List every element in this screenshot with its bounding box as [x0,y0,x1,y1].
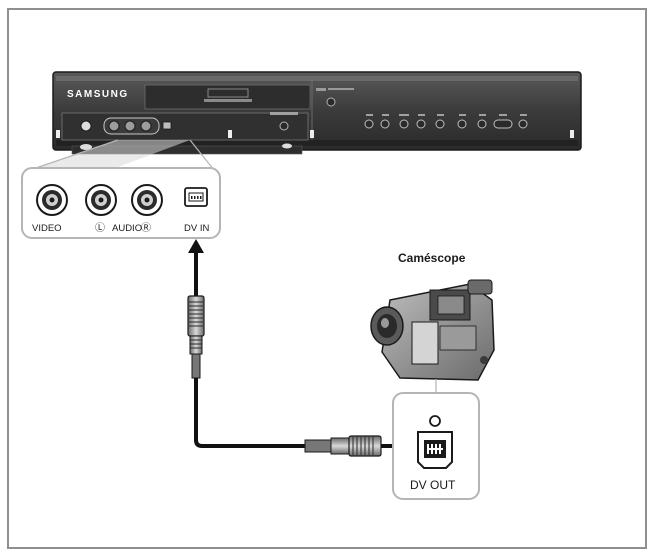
dv-in-label: DV IN [184,223,209,234]
dvd-recorder [52,71,582,155]
dv-out-label: DV OUT [410,478,456,492]
dv-out-port [417,415,453,469]
audio-right-jack [131,184,163,216]
video-jack [36,184,68,216]
port-callout [21,139,221,239]
dv-cable [187,239,414,457]
video-label: VIDEO [32,223,62,234]
audio-label: AUDIO [112,223,142,234]
camcorder-label: Caméscope [398,251,466,265]
audio-left-jack [85,184,117,216]
audio-left-label: Ⓛ [95,222,105,234]
recorder-brand-logo: SAMSUNG [67,89,129,100]
dv-in-port [184,187,208,207]
camcorder-illustration [370,279,495,381]
audio-right-label: Ⓡ [141,222,151,234]
